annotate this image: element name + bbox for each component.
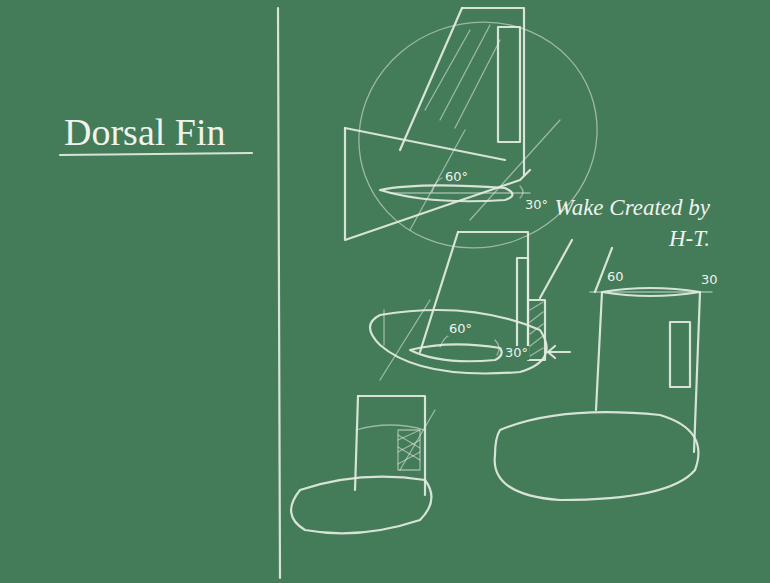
- angle-label: 60°: [448, 322, 473, 336]
- angle-label: 30°: [504, 346, 529, 360]
- board-title: Dorsal Fin: [64, 110, 226, 154]
- wake-note: Wake Created by H-T.: [532, 192, 710, 254]
- tail-sketch-bottom: [291, 396, 435, 533]
- tail-sketch-top: [327, 0, 629, 281]
- angle-label: 30: [700, 273, 719, 287]
- angle-label: 30°: [524, 198, 549, 212]
- title-underline: [60, 153, 252, 155]
- angle-label: 60°: [444, 170, 469, 184]
- tail-sketch-right: [495, 288, 712, 500]
- tail-sketch-middle: [370, 232, 612, 380]
- board-divider: [278, 8, 280, 578]
- angle-label: 60: [606, 270, 625, 284]
